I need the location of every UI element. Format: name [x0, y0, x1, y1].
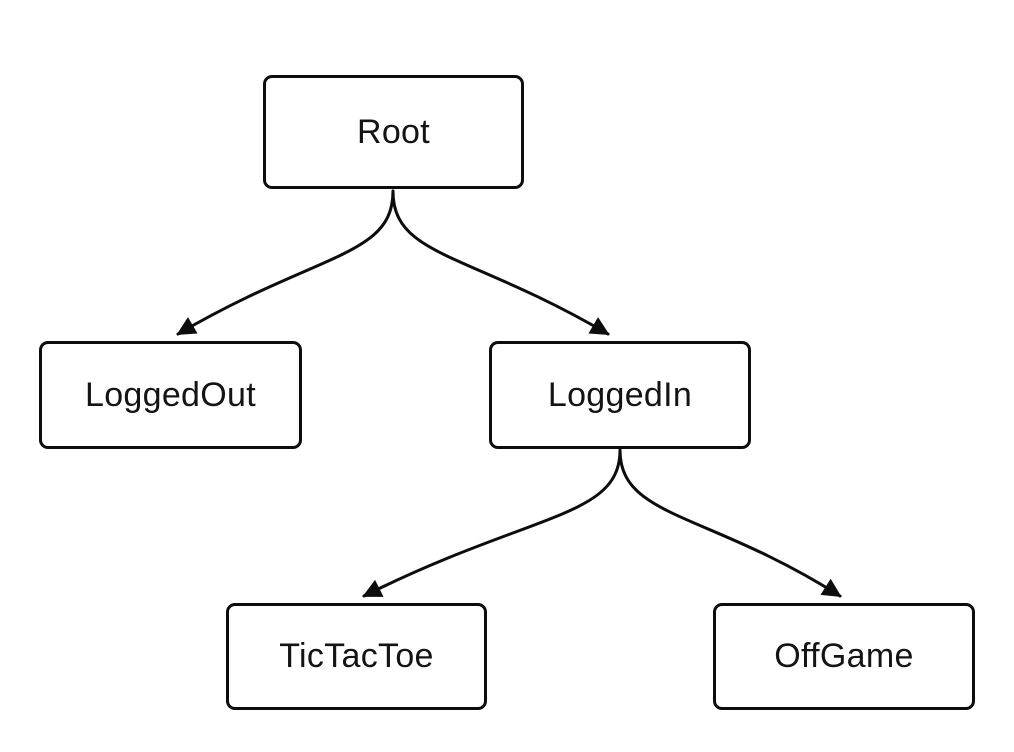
edge-root-to-loggedin: [391, 189, 610, 336]
node-loggedin-label: LoggedIn: [547, 375, 693, 414]
edge-root-to-loggedout: [176, 189, 395, 336]
node-tictactoe: TicTacToe: [226, 603, 487, 710]
edge-loggedin-to-offgame: [618, 448, 842, 598]
node-tictactoe-label: TicTacToe: [279, 637, 434, 675]
node-offgame-label: OffGame: [774, 637, 914, 675]
node-offgame: OffGame: [713, 603, 975, 710]
node-root-label: Root: [356, 112, 431, 151]
node-root: Root: [263, 75, 524, 189]
edge-loggedin-to-tictactoe: [362, 448, 622, 598]
node-loggedout-label: LoggedOut: [85, 375, 256, 414]
node-loggedin: LoggedIn: [489, 341, 751, 449]
node-loggedout: LoggedOut: [39, 341, 302, 449]
